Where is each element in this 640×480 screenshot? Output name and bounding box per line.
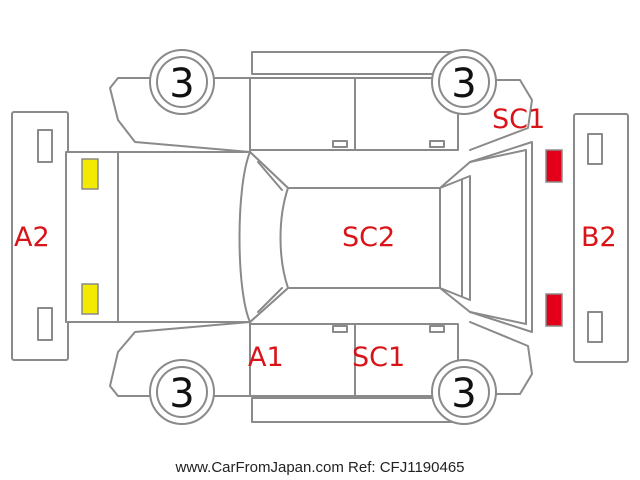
footer-reference: www.CarFromJapan.com Ref: CFJ1190465 xyxy=(175,459,465,476)
car-body-top-view xyxy=(65,141,533,333)
tire-number: 3 xyxy=(451,61,476,107)
rear-lights xyxy=(545,149,563,327)
tire-number: 3 xyxy=(169,61,194,107)
front-light-bottom xyxy=(81,283,99,315)
tire-front-bottom: 3 xyxy=(149,359,215,425)
tire-rear-bottom: 3 xyxy=(431,359,497,425)
tire-front-top: 3 xyxy=(149,49,215,115)
rear-light-bottom xyxy=(545,293,563,327)
tire-number: 3 xyxy=(451,371,476,417)
damage-label-rear-bumper: B2 xyxy=(581,222,617,253)
damage-label-rear-door-bottom: SC1 xyxy=(352,342,405,373)
tire-number: 3 xyxy=(169,371,194,417)
rear-bumper xyxy=(573,113,629,363)
rear-window xyxy=(439,175,471,301)
top-side-panels xyxy=(109,51,533,153)
damage-label-rear-quarter-top: SC1 xyxy=(492,104,545,135)
front-light-top xyxy=(81,158,99,190)
rear-light-top xyxy=(545,149,563,183)
damage-label-roof: SC2 xyxy=(342,222,395,253)
damage-label-front-fender-bottom: A1 xyxy=(248,342,284,373)
tire-rear-top: 3 xyxy=(431,49,497,115)
windshield xyxy=(238,151,289,323)
roof-panel xyxy=(279,187,441,289)
front-lights xyxy=(81,158,99,315)
bottom-side-panels xyxy=(109,321,533,423)
damage-label-front-bumper: A2 xyxy=(14,222,50,253)
